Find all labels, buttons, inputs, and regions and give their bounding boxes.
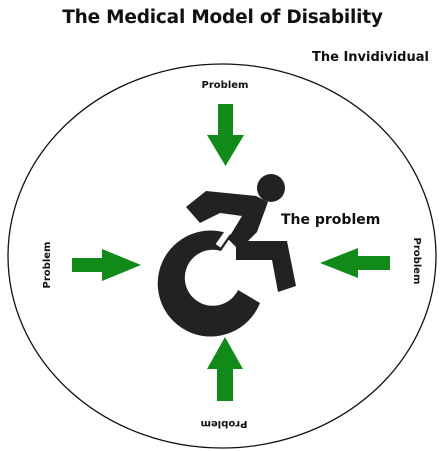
accessibility-wheelchair-icon <box>157 174 296 337</box>
individual-label: The Invidividual <box>312 50 429 65</box>
individual-ellipse <box>7 63 437 449</box>
arrow-down-icon <box>207 104 244 166</box>
problem-label-left: Problem <box>42 241 53 289</box>
arrow-left-icon <box>320 248 390 278</box>
problem-label-right: Problem <box>411 237 422 285</box>
diagram-title: The Medical Model of Disability <box>62 7 383 28</box>
arrow-up-icon <box>207 337 243 401</box>
arrow-right-icon <box>72 249 141 281</box>
center-problem-label: The problem <box>281 212 381 228</box>
problem-label-top: Problem <box>201 80 249 91</box>
problem-label-bottom: Problem <box>200 418 248 429</box>
